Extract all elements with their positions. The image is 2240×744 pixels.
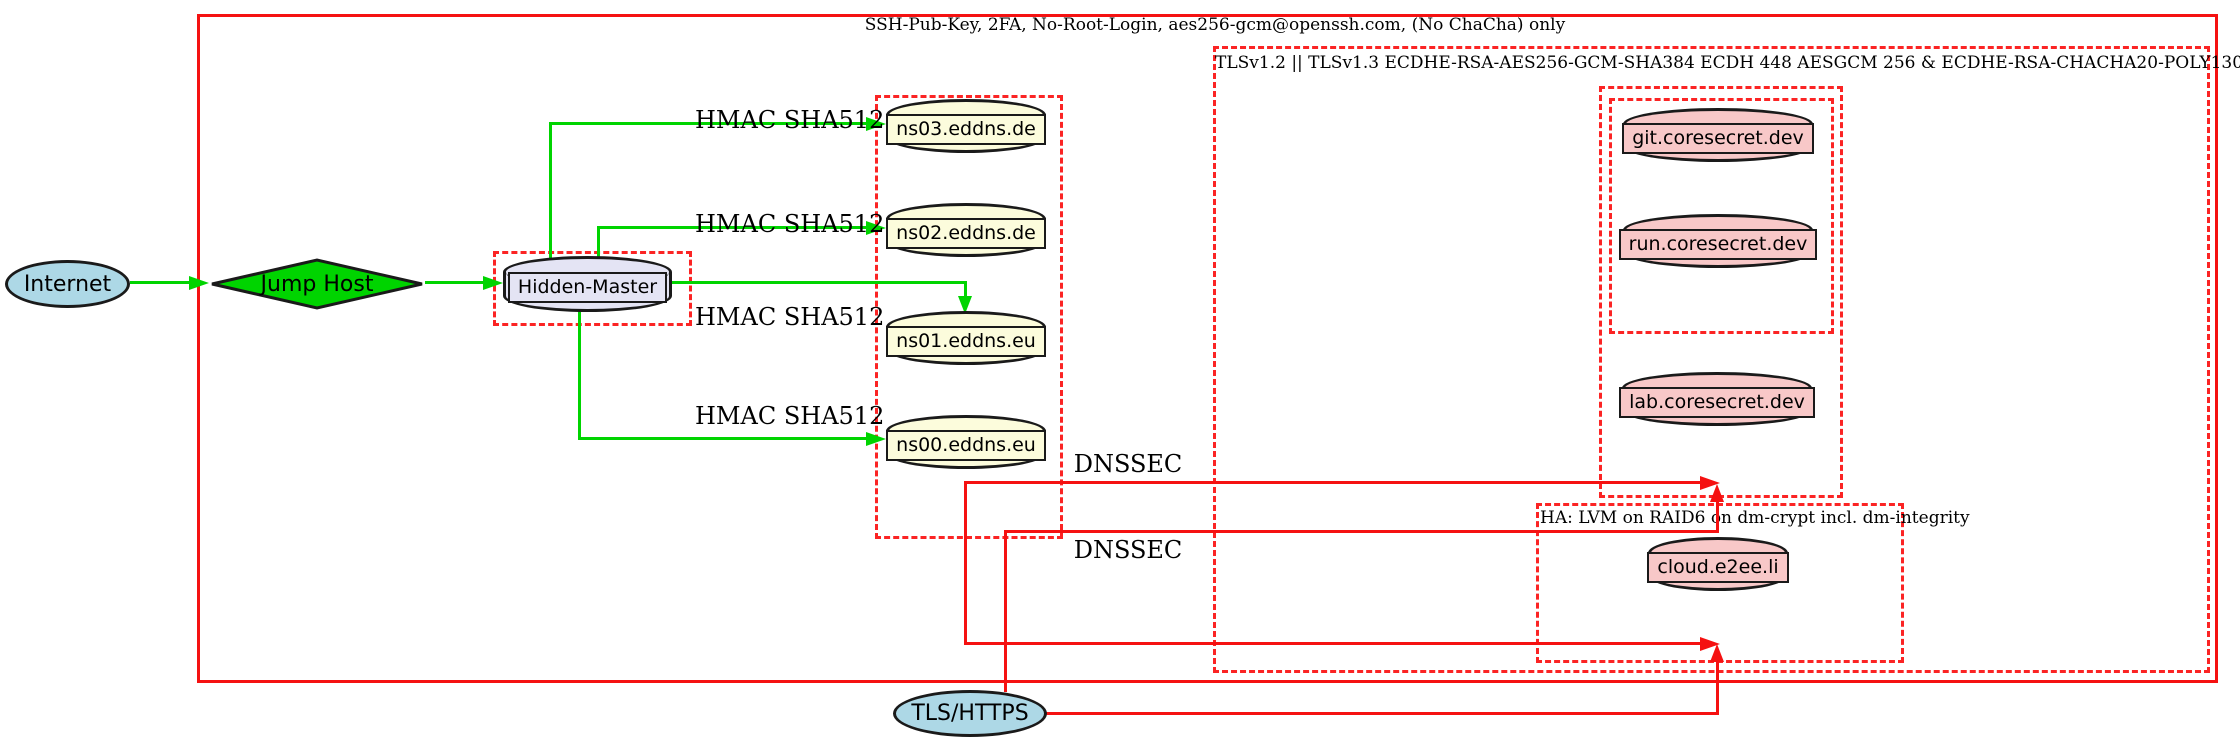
arrowhead-jumphost-hiddenmaster: [483, 276, 503, 290]
arrowhead-ns01: [958, 296, 972, 314]
node-ns03: ns03.eddns.de: [886, 99, 1046, 153]
node-ns00: ns00.eddns.eu: [886, 415, 1046, 469]
node-ns00-label: ns00.eddns.eu: [886, 430, 1046, 461]
node-jump-host: Jump Host: [209, 258, 425, 310]
ssh-cluster-box: [197, 14, 2218, 683]
node-ns03-label: ns03.eddns.de: [886, 114, 1046, 145]
dns-cluster-box: [875, 95, 1063, 539]
edge-tlshttps-ha-v: [1716, 662, 1719, 714]
ha-cluster-label: HA: LVM on RAID6 on dm-crypt incl. dm-in…: [1540, 508, 1970, 528]
edge-hiddenmaster-ns01-v: [964, 281, 967, 298]
node-run-coresecret: run.coresecret.dev: [1618, 214, 1818, 268]
node-ns01-label: ns01.eddns.eu: [886, 326, 1046, 357]
edge-tlshttps-coresecret-h: [1004, 530, 1719, 533]
edge-label-hmac-ns02: HMAC SHA512: [695, 210, 885, 238]
arrowhead-internet-jumphost: [189, 276, 209, 290]
node-lab-coresecret: lab.coresecret.dev: [1619, 372, 1815, 426]
edge-internet-jumphost: [130, 281, 193, 284]
edge-hiddenmaster-ns02-h: [597, 226, 868, 229]
coresecret-inner-cluster-box: [1609, 98, 1834, 334]
node-run-coresecret-label: run.coresecret.dev: [1618, 229, 1818, 260]
node-jump-host-label: Jump Host: [260, 271, 374, 297]
tls-cluster-box: [1213, 46, 2210, 673]
edge-label-dnssec-1: DNSSEC: [1073, 450, 1183, 478]
edge-dnssec-coresecret: [964, 481, 1702, 484]
node-hidden-master: Hidden-Master: [503, 256, 672, 312]
edge-label-dnssec-2: DNSSEC: [1073, 536, 1183, 564]
node-tls-https: TLS/HTTPS: [893, 690, 1047, 737]
edge-hiddenmaster-ns02-v: [597, 228, 600, 258]
edge-hiddenmaster-ns03-h: [549, 122, 868, 125]
diamond-shape: [211, 258, 423, 310]
arrowhead-ns02: [866, 221, 886, 235]
node-internet-label: Internet: [23, 271, 112, 297]
edge-hiddenmaster-ns03-v: [549, 124, 552, 258]
node-git-coresecret: git.coresecret.dev: [1622, 108, 1814, 162]
node-ns01: ns01.eddns.eu: [886, 311, 1046, 365]
node-git-coresecret-label: git.coresecret.dev: [1622, 123, 1814, 154]
node-cloud-e2ee: cloud.e2ee.li: [1647, 537, 1789, 591]
edge-label-hmac-ns01: HMAC SHA512: [695, 303, 885, 331]
edge-hiddenmaster-ns00-h: [578, 437, 868, 440]
edge-hiddenmaster-ns00-v: [578, 312, 581, 440]
edge-dnssec-trunk: [964, 483, 967, 644]
node-ns02-label: ns02.eddns.de: [886, 218, 1046, 249]
node-hidden-master-label: Hidden-Master: [507, 272, 668, 303]
arrowhead-ns03: [866, 117, 886, 131]
edge-label-hmac-ns00: HMAC SHA512: [695, 402, 885, 430]
edge-tlshttps-coresecret-v2: [1716, 502, 1719, 532]
arrowhead-ns00: [866, 432, 886, 446]
node-ns02: ns02.eddns.de: [886, 203, 1046, 257]
node-lab-coresecret-label: lab.coresecret.dev: [1619, 387, 1815, 418]
tls-cluster-label: TLSv1.2 || TLSv1.3 ECDHE-RSA-AES256-GCM-…: [1215, 53, 2240, 73]
edge-dnssec-ha: [964, 642, 1702, 645]
arrowhead-tlshttps-coresecret: [1710, 484, 1724, 502]
edge-tlshttps-coresecret-v1: [1004, 532, 1007, 692]
edge-jumphost-hiddenmaster: [425, 281, 483, 284]
node-tls-https-label: TLS/HTTPS: [911, 701, 1029, 726]
arrowhead-tlshttps-ha: [1710, 644, 1724, 662]
node-internet: Internet: [5, 260, 130, 308]
edge-tlshttps-ha-h: [1045, 712, 1719, 715]
node-cloud-e2ee-label: cloud.e2ee.li: [1647, 552, 1789, 583]
edge-label-hmac-ns03: HMAC SHA512: [695, 106, 885, 134]
edge-hiddenmaster-ns01-h: [672, 281, 967, 284]
ssh-cluster-label: SSH-Pub-Key, 2FA, No-Root-Login, aes256-…: [864, 15, 1566, 35]
